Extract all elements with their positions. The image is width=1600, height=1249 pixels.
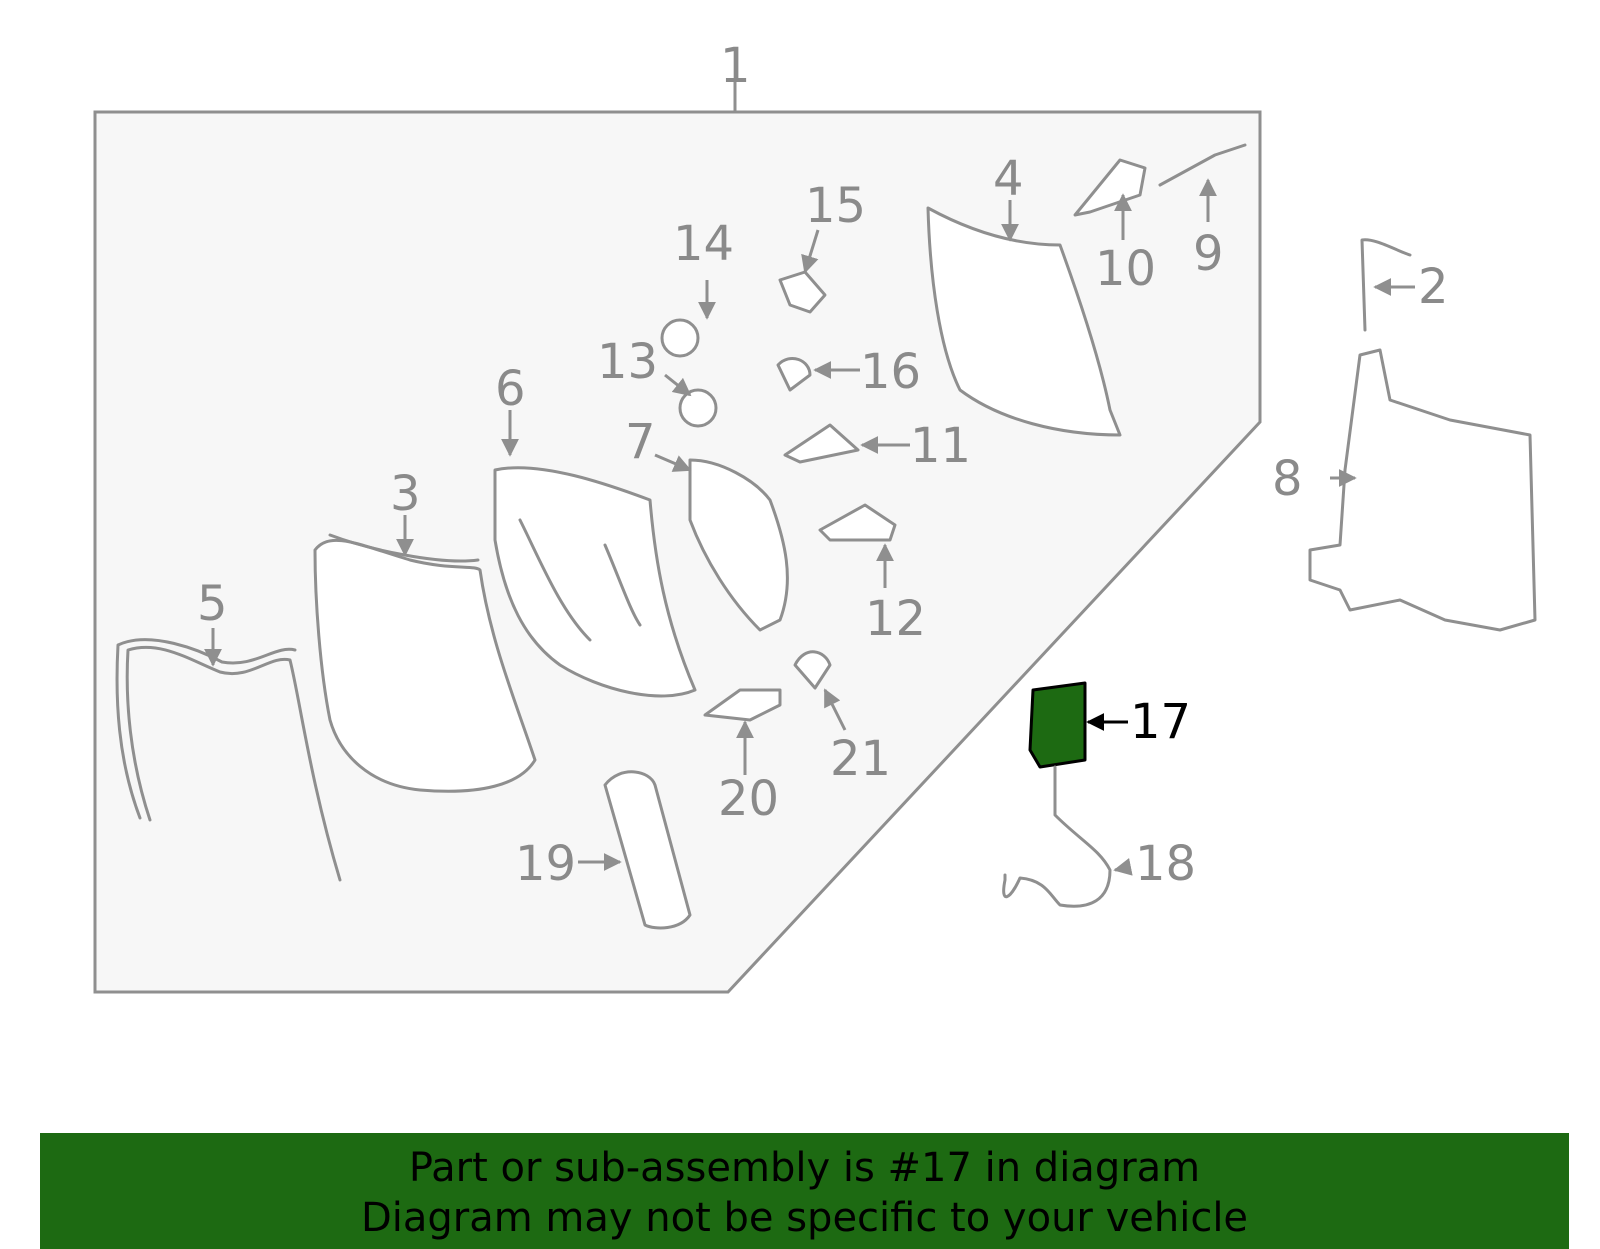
callout-15: 15 (805, 178, 866, 234)
callout-7: 7 (625, 414, 656, 470)
part-17-highlighted[interactable] (1028, 681, 1087, 769)
callout-10: 10 (1095, 241, 1156, 297)
callout-20: 20 (718, 771, 779, 827)
callout-1: 1 (720, 38, 751, 94)
part-7-reflector (688, 458, 789, 632)
banner-line-2: Diagram may not be specific to your vehi… (360, 1195, 1249, 1241)
part-13-bulb (678, 388, 718, 428)
callout-4: 4 (993, 151, 1024, 207)
part-16-socket (776, 357, 812, 392)
part-6-housing (493, 466, 697, 698)
part-19-reflector (603, 770, 692, 930)
callout-21: 21 (830, 731, 891, 787)
part-8-bracket (1308, 348, 1537, 632)
part-15-socket (778, 270, 827, 314)
part-9-socket (1158, 143, 1247, 187)
callout-17: 17 (1130, 694, 1191, 750)
callout-11: 11 (910, 418, 971, 474)
info-banner: Part or sub-assembly is #17 in diagram D… (40, 1133, 1569, 1249)
part-18-harness (1002, 765, 1112, 908)
part-5-seal (125, 645, 342, 882)
callout-12: 12 (865, 591, 926, 647)
part-10-socket (1073, 158, 1147, 217)
callout-9: 9 (1193, 226, 1224, 282)
callout-6: 6 (495, 361, 526, 417)
callout-19: 19 (515, 836, 576, 892)
callout-3: 3 (390, 466, 421, 522)
part-3-lens (313, 538, 537, 793)
callout-13: 13 (597, 334, 658, 390)
callout-18: 18 (1135, 836, 1196, 892)
part-20-socket (703, 688, 782, 722)
part-11-socket (783, 423, 860, 464)
callout-14: 14 (673, 216, 734, 272)
callout-5: 5 (197, 576, 228, 632)
part-21-bulb (793, 650, 832, 690)
part-14-bulb (660, 318, 700, 358)
part-4-housing (926, 206, 1122, 437)
callout-8: 8 (1272, 451, 1303, 507)
part-12-socket (818, 503, 897, 542)
part-2-clip (1360, 238, 1412, 332)
callout-16: 16 (860, 344, 921, 400)
banner-line-1: Part or sub-assembly is #17 in diagram (408, 1145, 1201, 1191)
callout-2: 2 (1418, 259, 1449, 315)
